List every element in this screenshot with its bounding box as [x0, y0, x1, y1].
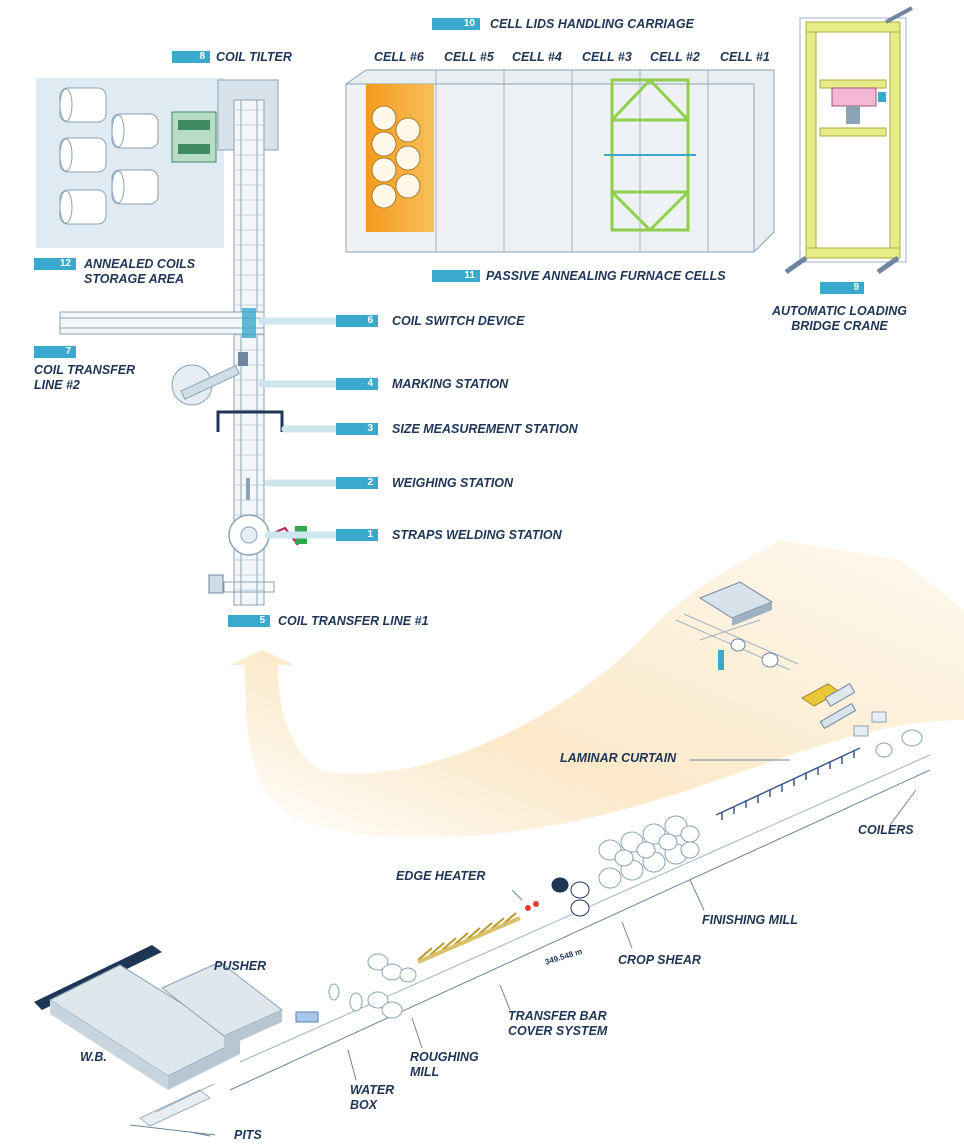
annealed-coils-storage-label: ANNEALED COILS STORAGE AREA: [84, 257, 196, 286]
cell-6-label: CELL #6: [374, 50, 424, 64]
station-badge-12: 12: [34, 258, 76, 270]
coil-transfer-line-2-label: COIL TRANSFER LINE #2: [34, 363, 136, 392]
station-badge-5: 5: [228, 615, 270, 627]
edge-heater-label: EDGE HEATER: [396, 869, 486, 883]
straps-welding-station-label: STRAPS WELDING STATION: [392, 528, 562, 542]
cell-1-label: CELL #1: [720, 50, 770, 64]
station-leader-lines: [258, 317, 340, 539]
automatic-loading-bridge-crane: [784, 6, 913, 275]
laminar-curtain-label: LAMINAR CURTAIN: [560, 751, 677, 765]
line-1-end-device: [208, 574, 224, 594]
hot-strip-mill-line: [34, 581, 931, 1136]
straps-welding-machine: [228, 514, 307, 556]
coil-tilter-label: COIL TILTER: [216, 50, 292, 64]
size-measurement-gate: [216, 410, 284, 432]
station-badge-2: 2: [336, 477, 378, 489]
station-badge-1: 1: [336, 529, 378, 541]
pusher-label: PUSHER: [214, 959, 267, 973]
roughing-mill-label: ROUGHING MILL: [410, 1050, 479, 1079]
station-badge-3: 3: [336, 423, 378, 435]
coil-transfer-line-2: [59, 308, 265, 338]
finishing-mill-label: FINISHING MILL: [702, 913, 798, 927]
station-badge-11: 11: [432, 270, 480, 282]
flow-arrow-glow: [230, 540, 964, 838]
marking-station-label: MARKING STATION: [392, 377, 509, 391]
station-badge-4: 4: [336, 378, 378, 390]
cell-lids-carriage-label: CELL LIDS HANDLING CARRIAGE: [490, 17, 694, 31]
size-measurement-station-label: SIZE MEASUREMENT STATION: [392, 422, 578, 436]
cell-5-label: CELL #5: [444, 50, 494, 64]
bridge-crane-label: AUTOMATIC LOADING BRIDGE CRANE: [772, 304, 907, 333]
station-badge-9: 9: [820, 282, 864, 294]
annealing-furnace-cells-label: PASSIVE ANNEALING FURNACE CELLS: [486, 269, 726, 283]
station-badge-6: 6: [336, 315, 378, 327]
mill-leader-lines: [189, 759, 917, 1137]
station-badge-8: 8: [172, 51, 210, 63]
pits-label: PITS: [234, 1128, 262, 1142]
walking-beam-furnace-label: W.B.: [80, 1050, 107, 1064]
coil-transfer-line-1-label: COIL TRANSFER LINE #1: [278, 614, 429, 628]
weighing-station-label: WEIGHING STATION: [392, 476, 514, 490]
weighing-scale: [246, 478, 250, 500]
annealed-coils-storage-area: [36, 78, 224, 248]
cell-2-label: CELL #2: [650, 50, 700, 64]
cell-3-label: CELL #3: [582, 50, 632, 64]
crop-shear-label: CROP SHEAR: [618, 953, 701, 967]
passive-annealing-furnace-cells: [345, 69, 775, 253]
cell-4-label: CELL #4: [512, 50, 562, 64]
transfer-bar-cover-label: TRANSFER BAR COVER SYSTEM: [508, 1009, 608, 1038]
marking-station-machine: [171, 352, 248, 406]
coil-switch-device-label: COIL SWITCH DEVICE: [392, 314, 525, 328]
station-badge-7: 7: [34, 346, 76, 358]
station-badge-10: 10: [432, 18, 480, 30]
water-box-label: WATER BOX: [350, 1083, 395, 1112]
coilers-label: COILERS: [858, 823, 914, 837]
